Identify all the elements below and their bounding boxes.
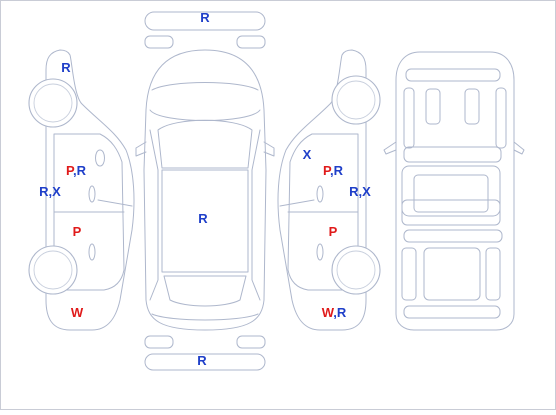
left-front-door-label: P,R	[66, 164, 86, 178]
left-front-door-paint-code: P	[65, 163, 73, 178]
front-bumper-strips	[144, 11, 266, 49]
left-sill-label: R,X	[39, 184, 61, 199]
right-front-door-label: P,R	[323, 164, 343, 178]
roof-rear-label: R	[197, 353, 207, 368]
right-rear-door-label: P	[328, 224, 338, 239]
left-front-fender-label: R	[61, 60, 71, 75]
right-front-door-rust-code: R	[333, 163, 344, 178]
car-interior-view	[383, 51, 525, 331]
car-left-side-view	[28, 49, 135, 331]
rear-bumper-strips	[144, 335, 266, 371]
left-rear-door-label: P	[72, 224, 82, 239]
right-sill-label: R,X	[349, 184, 371, 199]
roof-front-label: R	[200, 10, 210, 25]
left-front-door-separator: ,	[72, 163, 77, 178]
right-rear-quarter-rust-code: R	[336, 305, 347, 320]
hood-label: R	[198, 211, 208, 226]
right-front-door-separator: ,	[329, 163, 334, 178]
right-rear-quarter-label: W,R	[322, 306, 347, 320]
left-rear-quarter-label: W	[70, 305, 84, 320]
right-mirror-label: X	[302, 147, 312, 162]
left-front-door-rust-code: R	[76, 163, 87, 178]
car-top-view	[135, 49, 275, 331]
right-rear-quarter-separator: ,	[333, 305, 337, 320]
right-front-door-paint-code: P	[322, 163, 330, 178]
right-rear-quarter-paint-code: W	[321, 305, 334, 320]
car-right-side-view	[277, 49, 381, 331]
